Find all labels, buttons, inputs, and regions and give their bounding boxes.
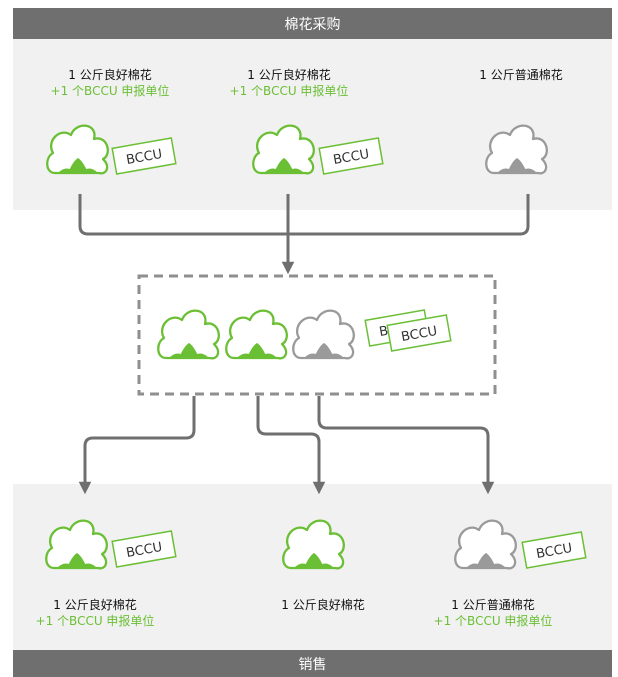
bccu-tag-text: BCCU bbox=[535, 541, 573, 562]
output-1-line1: 1 公斤良好棉花 bbox=[53, 598, 137, 612]
cotton-boll-good-icon bbox=[282, 519, 345, 570]
cotton-boll-good-icon bbox=[46, 124, 109, 175]
cotton-boll-conventional-icon bbox=[454, 519, 517, 570]
procurement-panel bbox=[13, 39, 612, 210]
source-2-line2: +1 个BCCU 申报单位 bbox=[229, 84, 349, 98]
bccu-tag-icon: BCCU bbox=[111, 530, 177, 568]
bccu-tag-icon: BCCU bbox=[111, 137, 177, 175]
output-label-3: 1 公斤普通棉花 +1 个BCCU 申报单位 bbox=[413, 597, 573, 629]
output-label-1: 1 公斤良好棉花 +1 个BCCU 申报单位 bbox=[15, 597, 175, 629]
bccu-tag-icon: BCCU bbox=[386, 314, 452, 352]
bccu-tag-text: BCCU bbox=[332, 147, 370, 168]
connector-source-merge bbox=[78, 194, 530, 236]
source-label-3: 1 公斤普通棉花 bbox=[441, 67, 601, 83]
cotton-boll-good-icon bbox=[45, 519, 108, 570]
cotton-boll-good-icon bbox=[252, 124, 315, 175]
cotton-boll-conventional-icon bbox=[292, 309, 355, 360]
output-3-line2: +1 个BCCU 申报单位 bbox=[433, 614, 553, 628]
bccu-tag-text: BCCU bbox=[125, 540, 163, 561]
source-2-line1: 1 公斤良好棉花 bbox=[247, 68, 331, 82]
source-label-2: 1 公斤良好棉花 +1 个BCCU 申报单位 bbox=[209, 67, 369, 99]
output-1-line2: +1 个BCCU 申报单位 bbox=[35, 614, 155, 628]
source-1-line1: 1 公斤良好棉花 bbox=[68, 68, 152, 82]
header-title: 棉花采购 bbox=[284, 16, 341, 33]
bccu-tag-text: BCCU bbox=[400, 324, 438, 345]
bccu-tag-icon: BCCU bbox=[521, 531, 587, 569]
source-label-1: 1 公斤良好棉花 +1 个BCCU 申报单位 bbox=[30, 67, 190, 99]
blend-box bbox=[137, 274, 497, 396]
footer-bar: 销售 bbox=[13, 650, 612, 677]
output-3-line1: 1 公斤普通棉花 bbox=[451, 598, 535, 612]
connector-to-output-2 bbox=[256, 396, 326, 495]
connector-to-output-1 bbox=[78, 396, 196, 495]
source-3-line1: 1 公斤普通棉花 bbox=[479, 68, 563, 82]
bccu-tag-text: BCCU bbox=[125, 147, 163, 168]
source-1-line2: +1 个BCCU 申报单位 bbox=[50, 84, 170, 98]
footer-title: 销售 bbox=[298, 656, 327, 673]
header-bar: 棉花采购 bbox=[13, 8, 612, 39]
bccu-tag-icon: BCCU bbox=[318, 137, 384, 175]
cotton-boll-conventional-icon bbox=[485, 124, 548, 175]
output-2-line1: 1 公斤良好棉花 bbox=[281, 598, 365, 612]
cotton-boll-good-icon bbox=[157, 309, 220, 360]
cotton-boll-good-icon bbox=[225, 309, 288, 360]
output-label-2: 1 公斤良好棉花 bbox=[243, 597, 403, 613]
connector-to-output-3 bbox=[317, 396, 495, 495]
